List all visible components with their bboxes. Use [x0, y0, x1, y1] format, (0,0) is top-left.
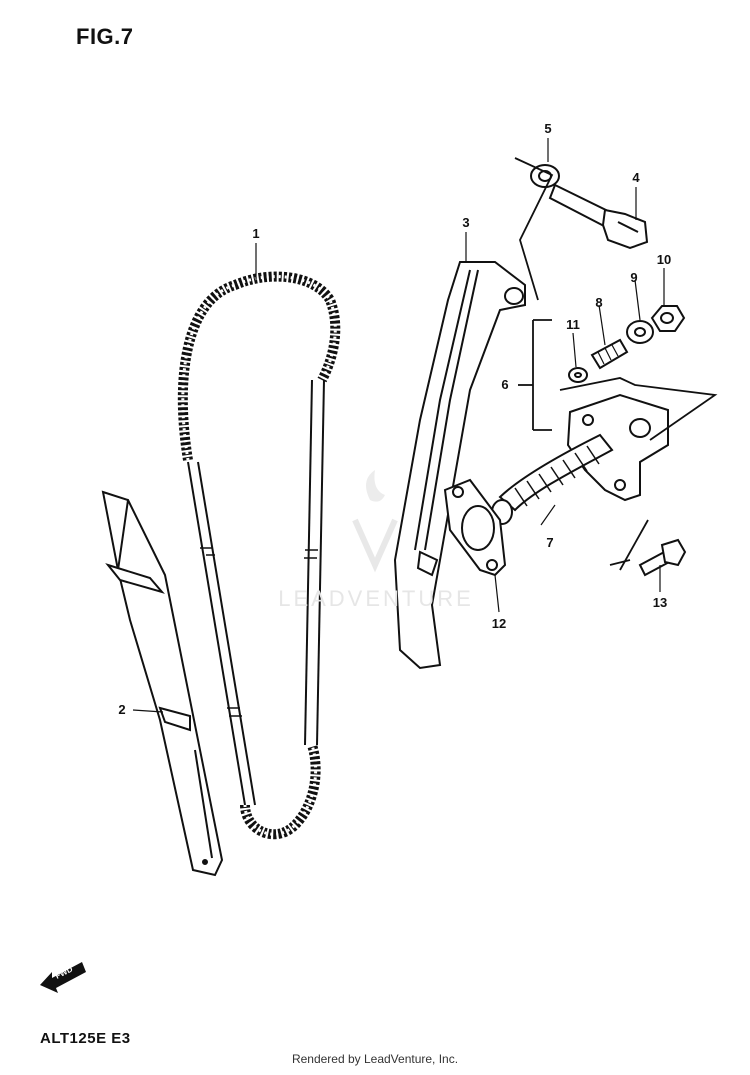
washer-5 — [530, 164, 560, 188]
callout-12: 12 — [491, 616, 507, 631]
group-bracket-lines — [514, 157, 718, 571]
watermark-text: LEADVENTURE — [278, 586, 474, 611]
tensioner-adjuster-7 — [491, 393, 669, 525]
bolt-13 — [638, 538, 687, 577]
cam-chain — [177, 271, 341, 840]
nut-10 — [650, 305, 686, 332]
callout-9: 9 — [630, 270, 638, 285]
leader-lines — [132, 138, 665, 713]
washer-9 — [626, 320, 654, 344]
watermark-logo — [352, 470, 398, 573]
callout-5: 5 — [544, 121, 552, 136]
callout-4: 4 — [632, 170, 640, 185]
washer-11 — [568, 367, 588, 383]
callout-7: 7 — [546, 535, 554, 550]
bolt-4 — [548, 183, 649, 250]
tensioner-guide — [393, 261, 526, 670]
footer-credit: Rendered by LeadVenture, Inc. — [291, 1052, 459, 1066]
callout-2: 2 — [118, 702, 126, 717]
model-code: ALT125E E3 — [40, 1030, 131, 1047]
callout-8: 8 — [595, 295, 603, 310]
screw-8 — [590, 338, 629, 370]
gasket-12 — [443, 478, 507, 577]
callout-10: 10 — [656, 252, 672, 267]
callout-11: 11 — [566, 317, 580, 332]
callout-3: 3 — [462, 215, 470, 230]
chain-guide — [101, 490, 224, 877]
callout-6: 6 — [501, 377, 509, 392]
fig-title: FIG.7 — [76, 24, 134, 49]
callout-1: 1 — [252, 226, 260, 241]
fwd-arrow-icon: FWD — [40, 962, 86, 993]
callout-13: 13 — [652, 595, 668, 610]
